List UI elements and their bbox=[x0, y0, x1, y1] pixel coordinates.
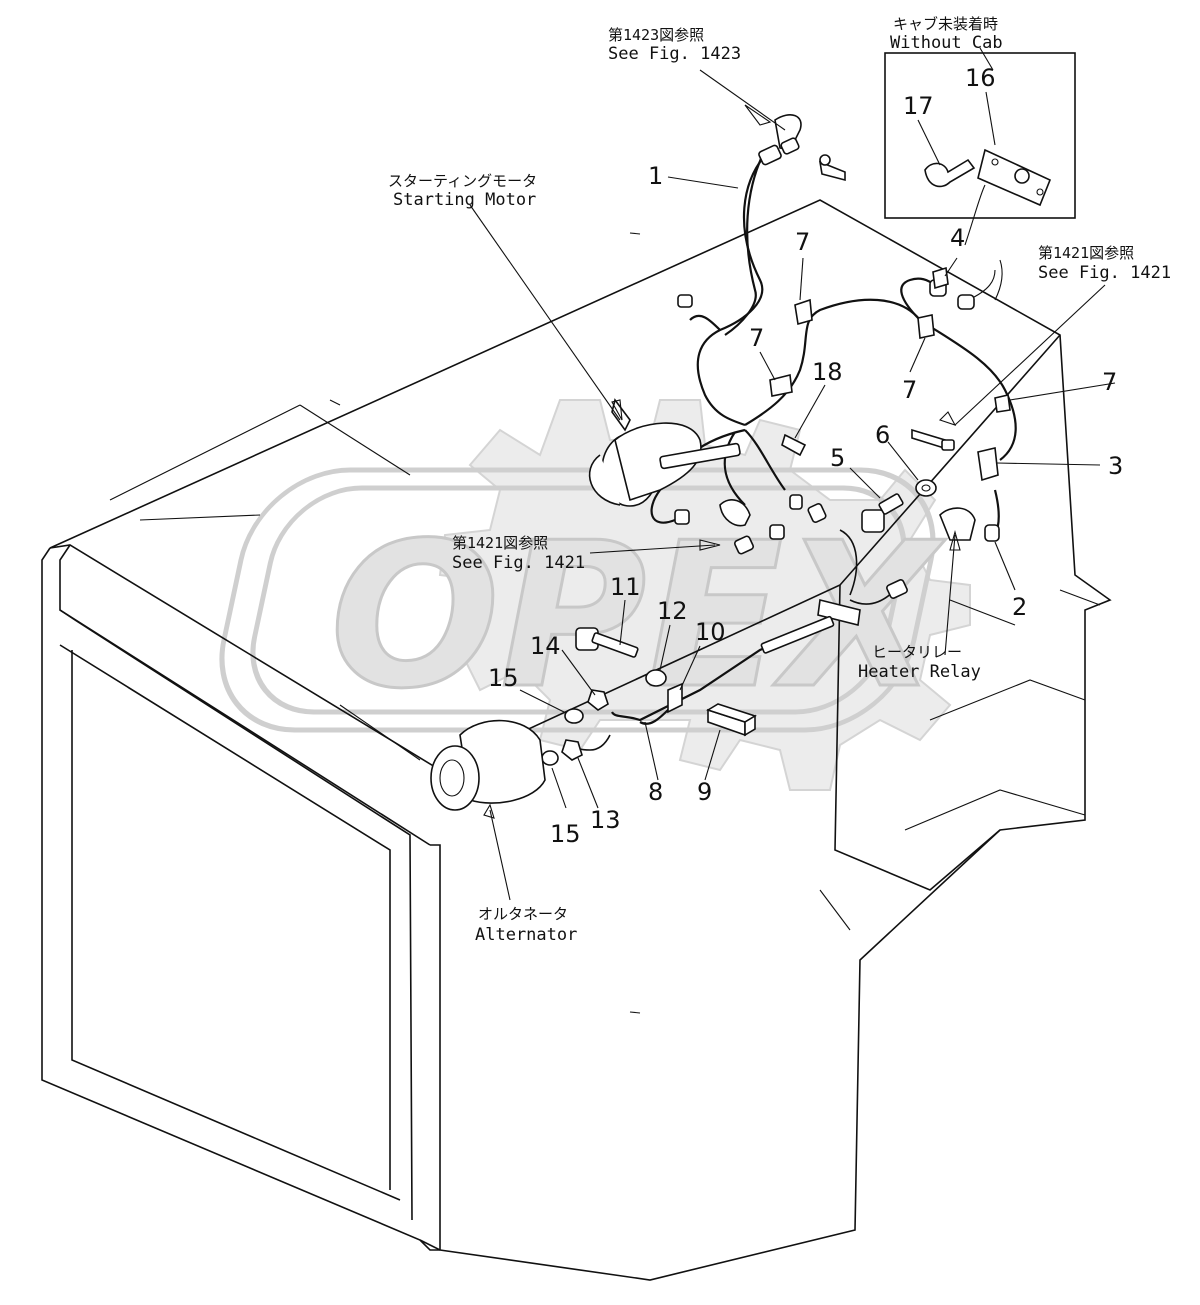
callout-6: 6 bbox=[875, 421, 890, 449]
bolt-17 bbox=[924, 158, 976, 188]
top-connector bbox=[758, 114, 846, 182]
callout-17: 17 bbox=[903, 92, 934, 120]
ref-1423-en: See Fig. 1423 bbox=[608, 44, 741, 64]
connector-a bbox=[677, 294, 693, 308]
sender-unit bbox=[719, 499, 751, 527]
connector-j bbox=[984, 524, 1000, 542]
alternator-jp: オルタネータ bbox=[478, 905, 568, 923]
alternator-part bbox=[430, 719, 546, 811]
inset-title-jp: キャブ未装着時 bbox=[893, 15, 998, 33]
watermark: OPEX bbox=[219, 399, 971, 791]
connector-g bbox=[733, 535, 755, 555]
ref-1423-jp: 第1423図参照 bbox=[608, 26, 704, 44]
parts bbox=[430, 114, 1052, 811]
callout-3: 3 bbox=[1108, 452, 1123, 480]
callout-7b: 7 bbox=[749, 324, 764, 352]
callout-1: 1 bbox=[648, 162, 663, 190]
callout-15b: 15 bbox=[550, 820, 581, 848]
fuse-part bbox=[911, 428, 946, 450]
callout-7a: 7 bbox=[795, 228, 810, 256]
callout-13: 13 bbox=[590, 806, 621, 834]
heater-relay-part bbox=[760, 599, 861, 654]
bracket-16 bbox=[977, 148, 1052, 207]
inset-frame bbox=[884, 52, 1076, 219]
reference-labels: 第1423図参照 See Fig. 1423 第1421図参照 See Fig.… bbox=[388, 26, 1171, 945]
block-9 bbox=[706, 703, 757, 737]
clamp-7b bbox=[769, 374, 793, 397]
connector-i bbox=[957, 294, 975, 310]
callout-10: 10 bbox=[695, 618, 726, 646]
callout-14: 14 bbox=[530, 632, 561, 660]
callout-5: 5 bbox=[830, 444, 845, 472]
callout-7c: 7 bbox=[902, 376, 917, 404]
nut-14 bbox=[587, 689, 609, 711]
connector-c bbox=[769, 524, 785, 540]
connector-b bbox=[674, 509, 690, 525]
washer-15a bbox=[564, 708, 584, 724]
callout-11: 11 bbox=[610, 573, 641, 601]
starting-motor-en: Starting Motor bbox=[393, 190, 536, 210]
connector-d bbox=[789, 494, 803, 510]
clamp-7c bbox=[917, 314, 935, 339]
callout-16: 16 bbox=[965, 64, 996, 92]
callout-7d: 7 bbox=[1102, 368, 1117, 396]
relay-2 bbox=[939, 507, 976, 541]
heater-relay-jp: ヒータリレー bbox=[872, 643, 962, 661]
starting-motor-jp: スターティングモータ bbox=[388, 172, 537, 190]
callout-12: 12 bbox=[657, 597, 688, 625]
callout-4: 4 bbox=[950, 224, 965, 252]
clamp-7d bbox=[994, 394, 1011, 413]
leader-lines bbox=[469, 47, 1116, 901]
bolt-5 bbox=[861, 493, 904, 533]
inset-without-cab: キャブ未装着時 Without Cab bbox=[884, 15, 1076, 219]
washer-12 bbox=[645, 669, 667, 687]
clamp-7a bbox=[794, 298, 813, 326]
callout-8: 8 bbox=[648, 778, 663, 806]
bracket-3 bbox=[977, 447, 999, 482]
inset-title-en: Without Cab bbox=[890, 33, 1003, 53]
nut-13 bbox=[561, 739, 583, 761]
watermark-text: OPEX bbox=[330, 500, 946, 733]
ref-1421-mid-jp: 第1421図参照 bbox=[452, 534, 548, 552]
ref-1421-mid-en: See Fig. 1421 bbox=[452, 553, 585, 573]
connector-18 bbox=[781, 433, 807, 457]
alternator-en: Alternator bbox=[475, 925, 577, 945]
connector-f bbox=[886, 579, 908, 599]
ref-1421-top-en: See Fig. 1421 bbox=[1038, 263, 1171, 283]
washer-15b bbox=[541, 750, 559, 766]
callout-9: 9 bbox=[697, 778, 712, 806]
bracket-10 bbox=[667, 682, 683, 714]
heater-relay-en: Heater Relay bbox=[858, 662, 981, 682]
callout-numbers: 1 2 3 4 5 6 7 7 7 7 8 9 10 11 12 13 14 1… bbox=[488, 64, 1123, 848]
clamp-4 bbox=[932, 266, 949, 290]
callout-18: 18 bbox=[812, 358, 843, 386]
ref-1421-top-jp: 第1421図参照 bbox=[1038, 244, 1134, 262]
connector-e bbox=[807, 502, 827, 524]
inset-parts bbox=[924, 148, 1052, 207]
bolt-11 bbox=[575, 627, 639, 658]
washer-6 bbox=[915, 479, 937, 497]
callout-2: 2 bbox=[1012, 593, 1027, 621]
callout-15a: 15 bbox=[488, 664, 519, 692]
